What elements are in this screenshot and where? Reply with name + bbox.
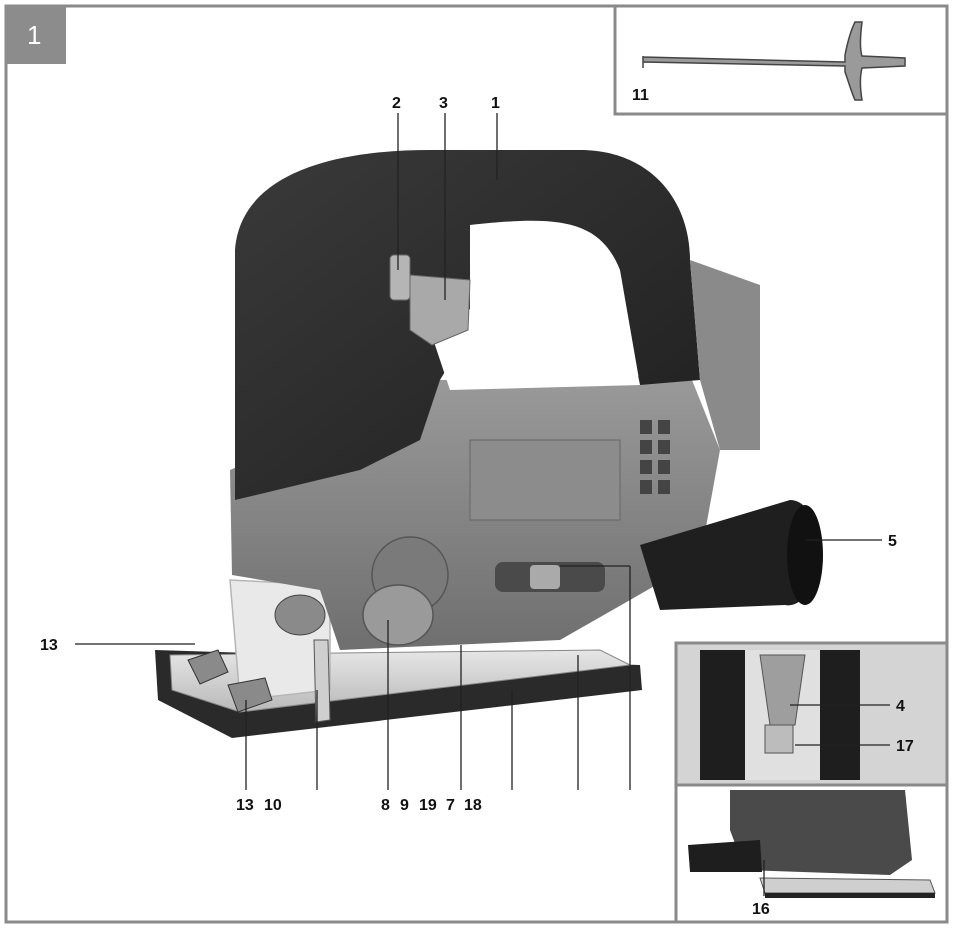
label-11: 11 <box>632 87 649 104</box>
dust-nozzle <box>640 500 819 610</box>
part-labels: 2 3 1 5 13 4 17 13 10 8 9 19 7 18 16 <box>40 95 914 918</box>
label-13-bottom: 13 <box>236 797 254 814</box>
figure-number: 1 <box>27 20 41 50</box>
label-16: 16 <box>752 901 770 918</box>
hex-key-illustration <box>642 21 906 101</box>
inset-side-view <box>674 783 949 924</box>
label-13-left: 13 <box>40 637 58 654</box>
label-3: 3 <box>439 95 448 112</box>
label-5: 5 <box>888 533 897 550</box>
vent-grille <box>640 420 670 494</box>
label-1: 1 <box>491 95 500 112</box>
label-18: 18 <box>464 797 482 814</box>
inset-blade-holder <box>674 641 949 787</box>
inset-hex-key: 11 <box>613 4 949 116</box>
label-19: 19 <box>419 797 437 814</box>
blade-holder-slot <box>764 724 794 754</box>
locking-knob-front <box>227 677 273 713</box>
leader-lines <box>75 113 890 896</box>
label-7: 7 <box>446 797 455 814</box>
label-10: 10 <box>264 797 282 814</box>
pendulum-switch <box>362 584 434 646</box>
jigsaw-illustration <box>155 150 823 738</box>
label-4: 4 <box>896 698 905 715</box>
figure-number-badge <box>6 6 66 64</box>
blade-holder-clamp <box>759 654 806 726</box>
label-17: 17 <box>896 738 914 755</box>
slide-switch-knob <box>530 565 560 589</box>
dust-nozzle-end <box>787 505 823 605</box>
label-2: 2 <box>392 95 401 112</box>
battery-mount <box>690 260 760 450</box>
label-8: 8 <box>381 797 390 814</box>
trigger <box>409 274 471 346</box>
locking-knob-back <box>187 649 229 685</box>
blade-clamp <box>274 594 326 636</box>
handle-inner <box>430 291 640 390</box>
saw-blade <box>313 639 331 723</box>
label-9: 9 <box>400 797 409 814</box>
lock-on-button <box>389 254 411 301</box>
side-panel <box>469 439 621 521</box>
